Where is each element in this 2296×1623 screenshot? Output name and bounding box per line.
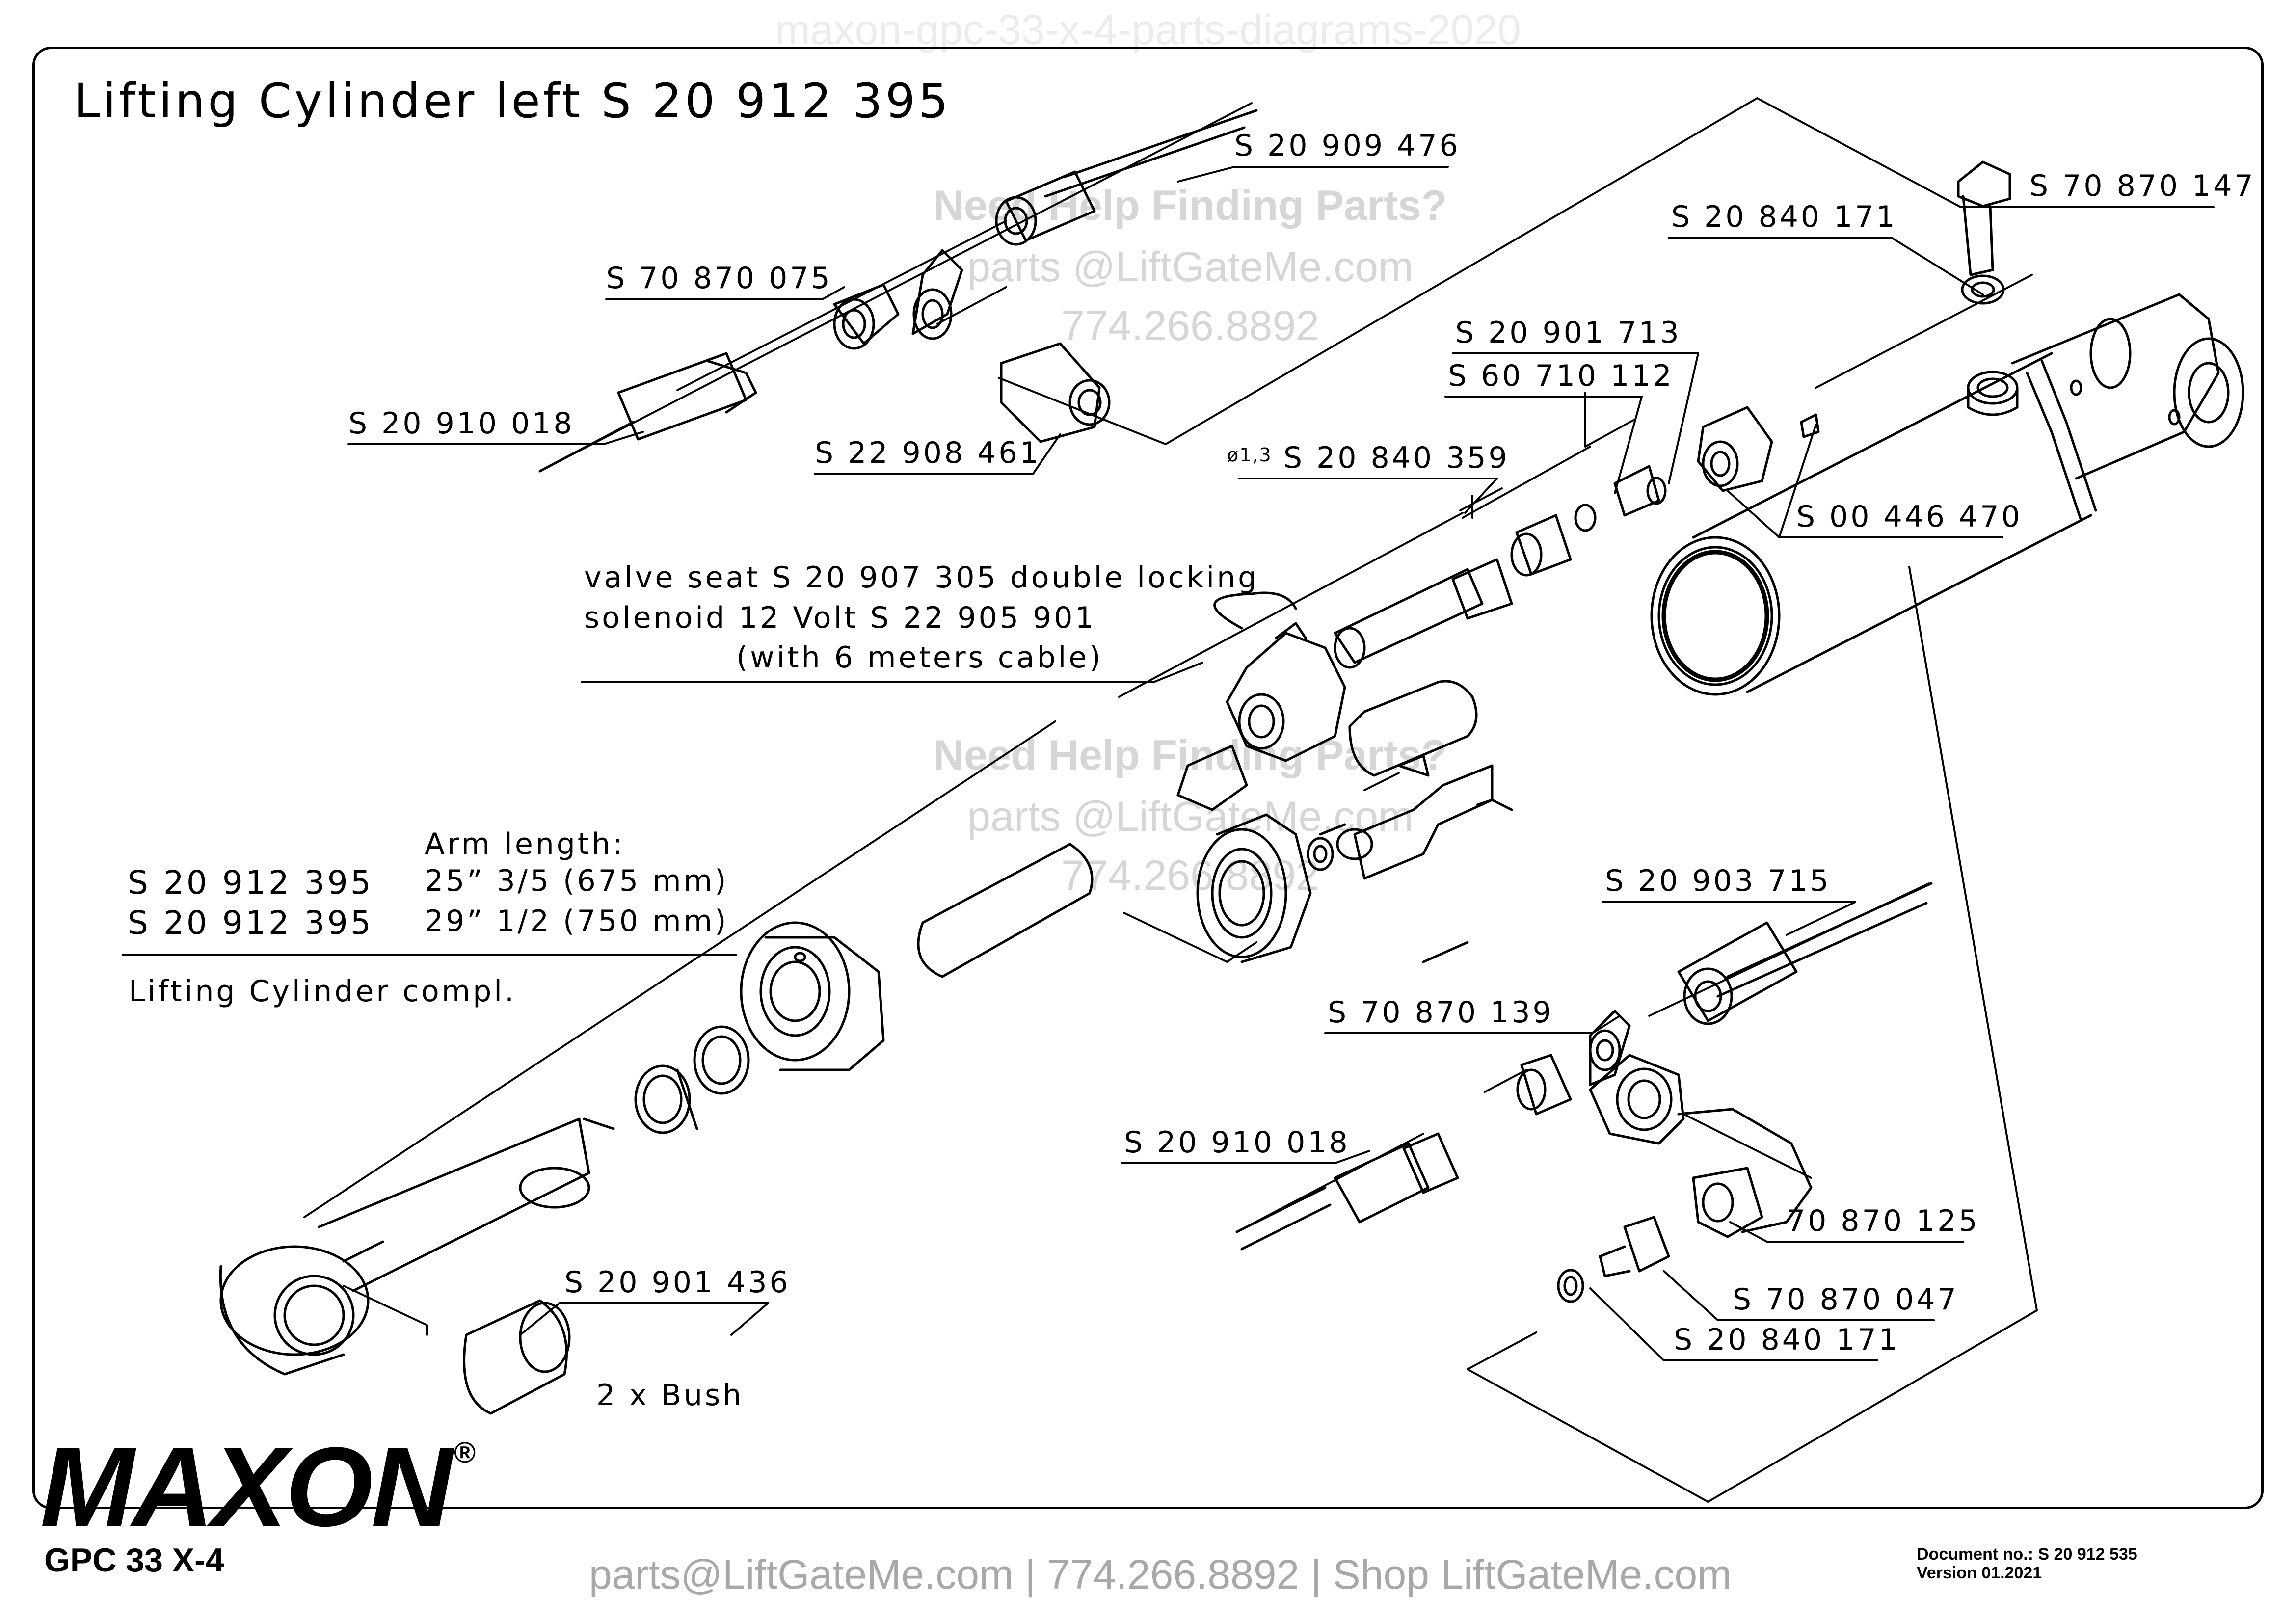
label-s22908461: S 22 908 461 bbox=[815, 436, 1041, 470]
watermark-phone-2: 774.266.8892 bbox=[1061, 852, 1320, 899]
label-s20901436: S 20 901 436 bbox=[564, 1265, 791, 1300]
hydraulic-hoses bbox=[538, 109, 1933, 1251]
label-arm-length-1: 25” 3/5 (675 mm) bbox=[425, 864, 729, 898]
document-number: Document no.: S 20 912 535 bbox=[1917, 1545, 2137, 1564]
leader-lines bbox=[519, 166, 1991, 1361]
maxon-logo: MAXON bbox=[40, 1424, 453, 1550]
label-s70870075: S 70 870 075 bbox=[606, 261, 832, 295]
label-s70870047: S 70 870 047 bbox=[1733, 1282, 1959, 1317]
piston-rod-parts bbox=[219, 680, 1494, 1415]
label-s20910018-lower: S 20 910 018 bbox=[1124, 1125, 1350, 1160]
label-cable: (with 6 meters cable) bbox=[736, 640, 1103, 675]
label-solenoid: solenoid 12 Volt S 22 905 901 bbox=[584, 601, 1096, 635]
label-s20840171-upper: S 20 840 171 bbox=[1671, 200, 1897, 234]
label-s20901713: S 20 901 713 bbox=[1455, 316, 1682, 350]
solenoid-valve bbox=[1176, 622, 1346, 811]
label-s60710112: S 60 710 112 bbox=[1448, 359, 1674, 393]
label-lifting-cylinder-compl: Lifting Cylinder compl. bbox=[129, 974, 517, 1009]
drawing-title: Lifting Cylinder left S 20 912 395 bbox=[74, 74, 951, 129]
label-arm-length-2: 29” 1/2 (750 mm) bbox=[425, 904, 729, 938]
label-arm-part-1: S 20 912 395 bbox=[128, 864, 374, 902]
label-s20840171-lower: S 20 840 171 bbox=[1674, 1323, 1900, 1357]
registered-mark: ® bbox=[454, 1436, 476, 1469]
top-watermark: maxon-gpc-33-x-4-parts-diagrams-2020 bbox=[775, 6, 1521, 53]
lower-fittings bbox=[1319, 798, 1813, 1303]
label-valve-seat: valve seat S 20 907 305 double locking bbox=[584, 560, 1259, 595]
footer-contact: parts@LiftGateMe.com | 774.266.8892 | Sh… bbox=[589, 1551, 1732, 1597]
label-s00446470: S 00 446 470 bbox=[1796, 500, 2023, 534]
label-s70870139: S 70 870 139 bbox=[1328, 995, 1554, 1030]
model-name: GPC 33 X-4 bbox=[44, 1542, 224, 1579]
label-s20903715: S 20 903 715 bbox=[1605, 864, 1831, 898]
label-s70870147: S 70 870 147 bbox=[2029, 169, 2256, 203]
label-arm-part-2: S 20 912 395 bbox=[128, 904, 374, 942]
watermark-phone-1: 774.266.8892 bbox=[1061, 302, 1320, 349]
drawing-frame bbox=[32, 47, 2264, 1509]
label-bush: 2 x Bush bbox=[596, 1378, 744, 1412]
label-underlines bbox=[122, 166, 2215, 1361]
label-s20909476: S 20 909 476 bbox=[1234, 129, 1461, 163]
fittings bbox=[617, 160, 2011, 669]
document-version: Version 01.2021 bbox=[1917, 1564, 2042, 1582]
watermark-email-1: parts @LiftGateMe.com bbox=[967, 243, 1414, 291]
label-s20910018-upper: S 20 910 018 bbox=[348, 406, 575, 441]
label-diameter-note: ø1,3 bbox=[1227, 444, 1272, 466]
label-70870125: 70 870 125 bbox=[1787, 1204, 1980, 1238]
label-s20840359: S 20 840 359 bbox=[1283, 441, 1510, 475]
watermark-heading-2: Need Help Finding Parts? bbox=[933, 732, 1447, 779]
cylinder-barrel bbox=[1650, 293, 2244, 696]
watermark-heading-1: Need Help Finding Parts? bbox=[933, 182, 1447, 229]
label-arm-length: Arm length: bbox=[425, 827, 625, 861]
